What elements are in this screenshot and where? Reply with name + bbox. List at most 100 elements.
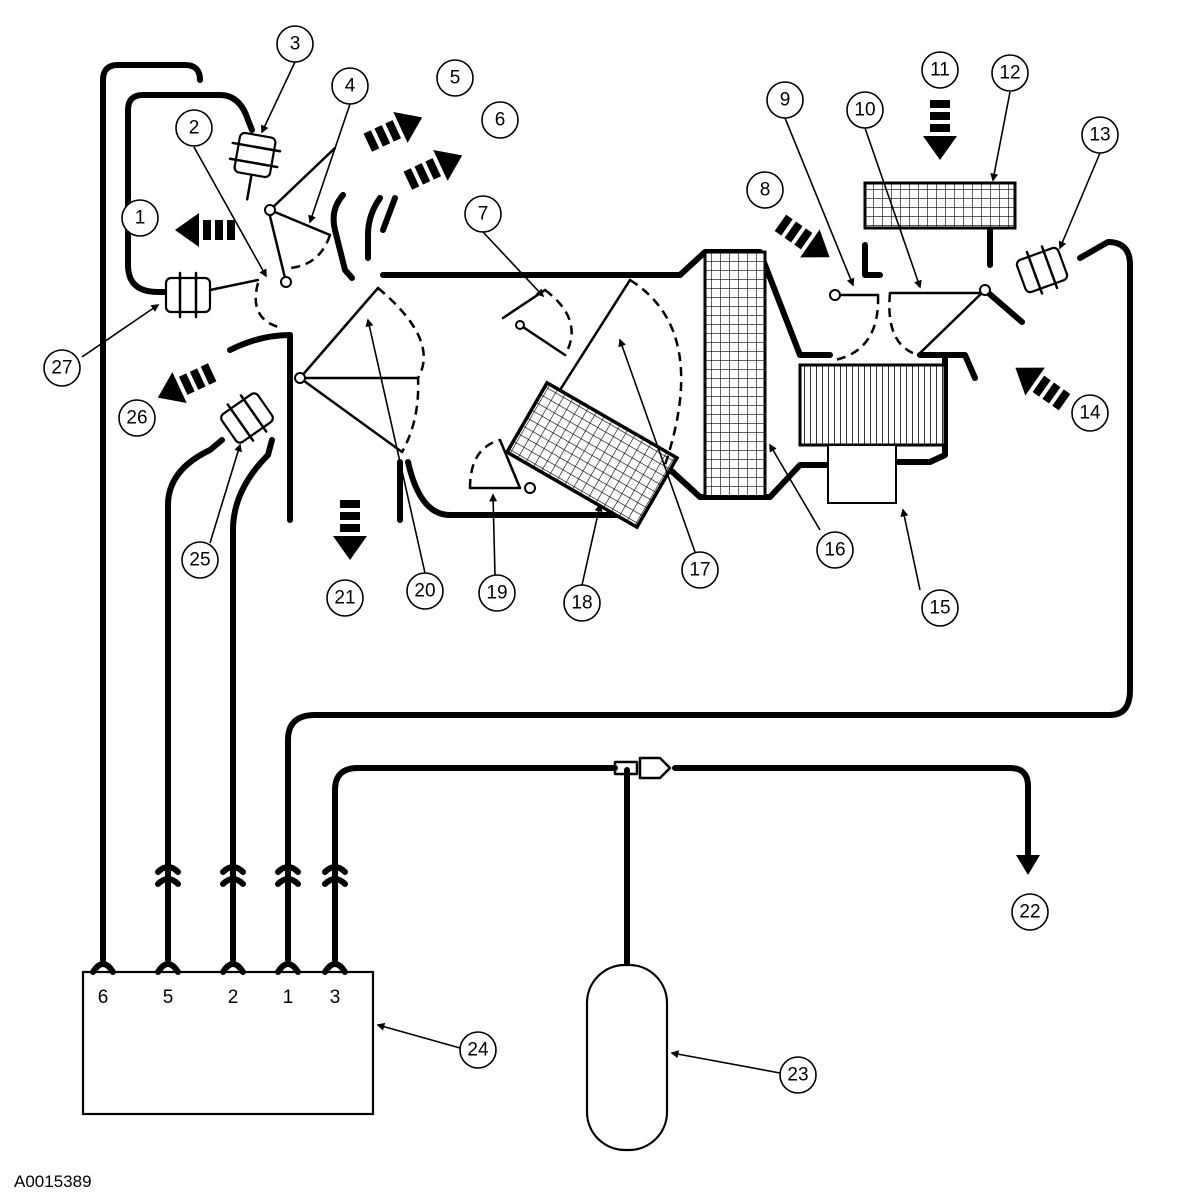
callout-16: 16 bbox=[816, 531, 854, 569]
pin-5-nipple bbox=[155, 961, 181, 975]
svg-text:10: 10 bbox=[854, 100, 875, 121]
leader-16 bbox=[769, 443, 821, 531]
hose-3 bbox=[332, 765, 618, 963]
control-head: 6 5 2 1 3 bbox=[81, 961, 375, 1116]
plenum-bottom bbox=[405, 459, 623, 518]
callout-13: 13 bbox=[1081, 116, 1119, 154]
callout-7: 7 bbox=[464, 195, 502, 233]
svg-text:18: 18 bbox=[571, 593, 592, 614]
door-2-blade bbox=[266, 206, 288, 284]
defrost-duct-inner bbox=[365, 195, 383, 261]
hose-1 bbox=[285, 239, 1133, 963]
door-4-blade bbox=[268, 146, 337, 212]
heater-housing-bottom bbox=[662, 462, 833, 500]
vacuum-motor-13 bbox=[1015, 245, 1069, 295]
svg-text:24: 24 bbox=[467, 1040, 489, 1061]
callout-6: 6 bbox=[481, 101, 519, 139]
leader-4 bbox=[308, 103, 351, 224]
svg-text:26: 26 bbox=[126, 408, 147, 429]
callout-20: 20 bbox=[406, 572, 444, 610]
svg-text:6: 6 bbox=[495, 110, 506, 131]
hose-couplers bbox=[155, 864, 348, 887]
door-10-pivot bbox=[979, 284, 991, 296]
tee-fitting bbox=[613, 760, 639, 776]
vacuum-motor-3 bbox=[228, 131, 282, 201]
svg-text:15: 15 bbox=[929, 598, 950, 619]
leader-24 bbox=[376, 1022, 461, 1049]
airflow-arrow-26 bbox=[157, 363, 217, 403]
svg-text:13: 13 bbox=[1089, 125, 1110, 146]
svg-text:23: 23 bbox=[787, 1065, 808, 1086]
callouts: 1 2 3 4 5 6 7 8 9 10 11 12 13 14 15 16 1… bbox=[43, 25, 1119, 1094]
pin-1-nipple bbox=[275, 961, 301, 975]
door-20-pivot bbox=[294, 372, 306, 384]
doors bbox=[254, 146, 1025, 494]
callout-14: 14 bbox=[1071, 394, 1109, 432]
vacuum-motor-25 bbox=[220, 392, 274, 444]
leader-9 bbox=[784, 117, 855, 287]
door-19-swing bbox=[468, 438, 501, 489]
callout-26: 26 bbox=[118, 399, 156, 437]
door-7-blade bbox=[501, 288, 547, 320]
callout-19: 19 bbox=[478, 574, 516, 612]
callout-24: 24 bbox=[459, 1031, 497, 1069]
callout-9: 9 bbox=[766, 81, 804, 119]
door-20-blade-a bbox=[298, 286, 380, 380]
door-2-swing bbox=[254, 282, 283, 330]
leader-10 bbox=[864, 127, 922, 289]
airflow-arrow-8 bbox=[774, 214, 830, 258]
vacuum-reservoir bbox=[585, 963, 669, 1152]
blower-wheel bbox=[798, 363, 947, 447]
hose-6 bbox=[100, 62, 203, 963]
leader-7 bbox=[482, 231, 545, 298]
leader-25 bbox=[209, 443, 242, 544]
door-10-blade-b bbox=[916, 288, 987, 357]
svg-text:9: 9 bbox=[780, 90, 791, 111]
svg-text:5: 5 bbox=[450, 68, 461, 89]
defrost-duct-right bbox=[380, 195, 398, 233]
inlet-duct-left bbox=[862, 242, 883, 278]
evaporator-core bbox=[703, 250, 767, 499]
airflow-arrows bbox=[157, 100, 1071, 560]
vacuum-motors bbox=[164, 131, 1069, 444]
svg-text:20: 20 bbox=[414, 581, 435, 602]
callout-23: 23 bbox=[779, 1056, 817, 1094]
leader-18 bbox=[581, 503, 603, 586]
leader-2 bbox=[193, 146, 267, 278]
pin-label-3: 3 bbox=[330, 987, 341, 1008]
airflow-arrow-1 bbox=[175, 213, 235, 247]
door-20-blade-c bbox=[298, 376, 404, 454]
svg-text:1: 1 bbox=[135, 208, 146, 229]
leader-15 bbox=[900, 508, 921, 591]
recirc-lip bbox=[917, 352, 978, 381]
leader-12 bbox=[990, 91, 1011, 182]
callout-21: 21 bbox=[326, 579, 364, 617]
leader-3 bbox=[261, 61, 296, 134]
door-4-blade-low bbox=[268, 208, 332, 237]
airflow-arrow-11 bbox=[923, 100, 957, 160]
svg-text:8: 8 bbox=[760, 180, 771, 201]
callout-1: 1 bbox=[121, 199, 159, 237]
callout-17: 17 bbox=[681, 551, 719, 589]
airflow-arrow-5 bbox=[363, 112, 423, 152]
callout-3: 3 bbox=[276, 25, 314, 63]
hose-5 bbox=[165, 437, 225, 963]
pin-3-nipple bbox=[322, 961, 348, 975]
blower-motor bbox=[827, 444, 897, 504]
door-10-swing bbox=[888, 292, 919, 357]
svg-text:7: 7 bbox=[478, 204, 489, 225]
svg-text:14: 14 bbox=[1079, 403, 1101, 424]
check-valve bbox=[638, 756, 672, 780]
door-9-pivot bbox=[829, 289, 841, 301]
leader-20 bbox=[365, 318, 426, 574]
svg-text:11: 11 bbox=[930, 60, 950, 81]
door-4-swing bbox=[289, 234, 332, 270]
hose-22-arrowhead bbox=[1016, 855, 1040, 875]
callout-11: 11 bbox=[921, 51, 959, 89]
svg-text:12: 12 bbox=[999, 63, 1020, 84]
svg-text:27: 27 bbox=[51, 358, 72, 379]
door-7-blade-b bbox=[518, 323, 567, 357]
callout-10: 10 bbox=[846, 91, 884, 129]
